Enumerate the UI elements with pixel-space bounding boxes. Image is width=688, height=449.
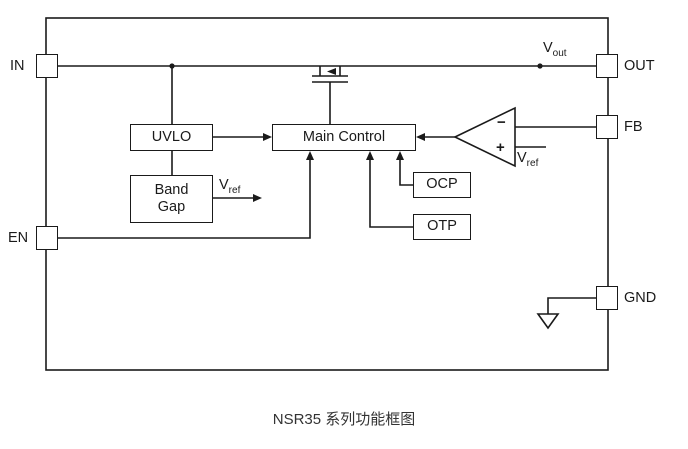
main-control-label: Main Control: [302, 128, 386, 145]
vref-comparator-label: Vref: [517, 150, 539, 169]
bandgap-block: Band Gap: [130, 175, 213, 223]
bandgap-label-line2: Gap: [157, 199, 186, 215]
ocp-block: OCP: [413, 172, 471, 198]
pin-gnd: [596, 286, 618, 310]
pin-out: [596, 54, 618, 78]
wire-bandgap-vref: [213, 194, 262, 202]
pin-en-label: EN: [8, 230, 29, 246]
pin-fb: [596, 115, 618, 139]
pin-fb-label: FB: [624, 119, 643, 135]
pin-in: [36, 54, 58, 78]
comparator-plus-sign: +: [496, 139, 505, 156]
wire-comparator-to-main: [416, 133, 455, 141]
otp-label: OTP: [427, 218, 457, 235]
ground-icon: [536, 297, 596, 330]
uvlo-block: UVLO: [130, 124, 213, 151]
pin-gnd-label: GND: [624, 290, 657, 306]
wire-ocp-to-main: [396, 151, 413, 186]
otp-block: OTP: [413, 214, 471, 240]
chip-outline: [45, 17, 609, 371]
pin-out-label: OUT: [624, 58, 655, 74]
pmos-transistor-icon: [312, 66, 348, 124]
pin-en: [36, 226, 58, 250]
comparator-icon: [453, 106, 596, 168]
vref-bandgap-label: Vref: [219, 177, 241, 196]
wire-uvlo-to-main: [213, 133, 272, 141]
bandgap-label-line1: Band: [154, 181, 189, 198]
pin-in-label: IN: [10, 58, 25, 74]
junction-dot: [537, 63, 543, 69]
diagram-caption: NSR35 系列功能框图: [272, 411, 416, 428]
vout-label: Vout: [543, 40, 567, 59]
wire-otp-to-main: [366, 151, 413, 228]
ocp-label: OCP: [426, 176, 458, 193]
uvlo-label: UVLO: [151, 128, 192, 145]
wire-en-to-main: [58, 151, 314, 239]
comparator-minus-sign: −: [497, 114, 506, 131]
main-control-block: Main Control: [272, 124, 416, 151]
